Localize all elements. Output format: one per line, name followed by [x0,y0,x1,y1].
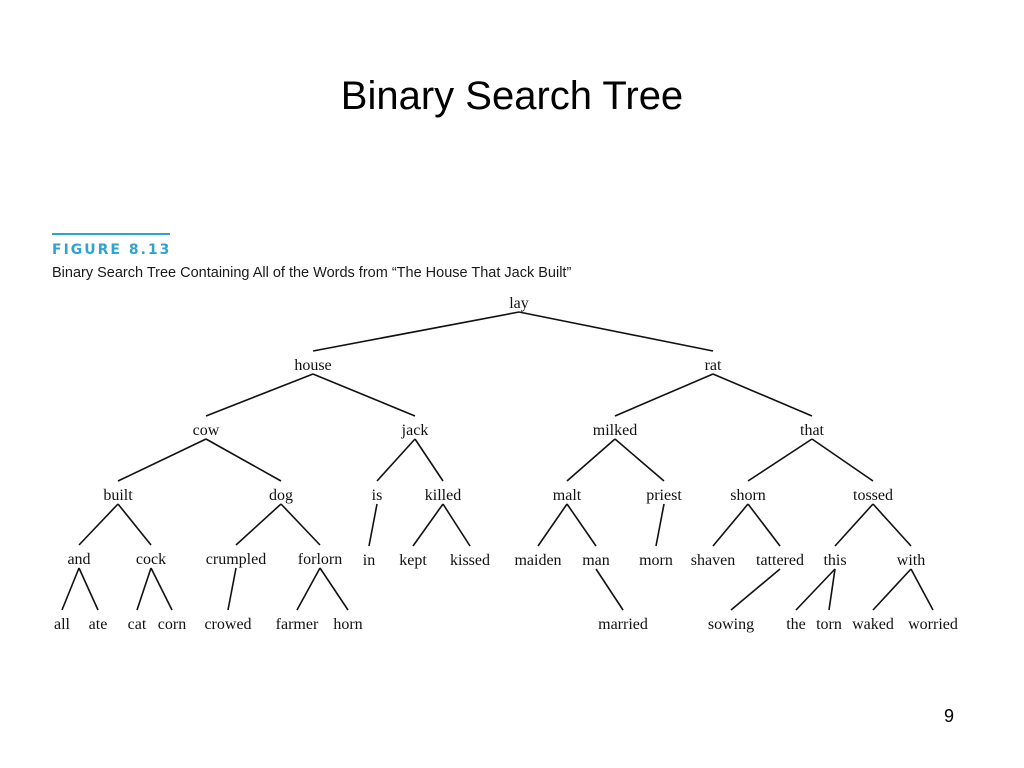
tree-node-morn: morn [639,552,673,569]
tree-edge-malt-man [566,503,597,547]
tree-edge-forlorn-horn [319,567,349,611]
tree-edge-killed-kept [412,503,444,547]
tree-node-kept: kept [399,552,427,569]
tree-edge-is-in [368,503,378,547]
tree-node-ate: ate [89,616,108,633]
tree-node-corn: corn [158,616,186,633]
figure-label: FIGURE 8.13 [52,242,172,258]
tree-edge-jack-killed [414,438,444,482]
tree-node-house: house [294,357,331,374]
tree-node-dog: dog [269,487,293,504]
tree-edge-tossed-this [834,503,874,547]
tree-edge-house-jack [312,373,416,417]
tree-node-shaven: shaven [691,552,735,569]
tree-node-built: built [103,487,133,504]
tree-node-priest: priest [646,487,682,504]
tree-edge-and-ate [78,567,99,611]
page-number: 9 [944,706,955,726]
tree-edges [61,311,934,611]
tree-edge-with-worried [910,568,934,611]
tree-edge-dog-forlorn [280,503,321,546]
tree-edge-jack-is [376,438,416,482]
tree-node-kissed: kissed [450,552,490,569]
tree-node-jack: jack [401,422,429,439]
tree-edge-man-married [595,568,624,611]
tree-node-in: in [363,552,375,569]
tree-node-all: all [54,616,71,633]
tree-edge-shorn-tattered [747,503,781,547]
tree-node-cock: cock [136,551,166,568]
tree-edge-forlorn-farmer [296,567,321,611]
tree-edge-priest-morn [655,503,665,547]
tree-node-with: with [897,552,925,569]
tree-node-torn: torn [816,616,842,633]
tree-edge-house-cow [205,373,314,417]
tree-edge-crumpled-crowed [227,567,237,611]
tree-edge-this-the [795,568,836,611]
tree-node-farmer: farmer [276,616,319,633]
tree-node-sowing: sowing [708,616,754,633]
tree-node-forlorn: forlorn [298,551,342,568]
tree-node-and: and [67,551,90,568]
tree-nodes: lay house rat cow jack milked that built dog is ki… [54,295,958,633]
tree-edge-built-and [78,503,119,546]
tree-edge-that-tossed [811,438,874,482]
tree-edge-killed-kissed [442,503,471,547]
tree-node-crowed: crowed [204,616,251,633]
tree-edge-milked-malt [566,438,616,482]
tree-node-lay: lay [509,295,529,312]
tree-node-crumpled: crumpled [206,551,266,568]
tree-edge-milked-priest [614,438,665,482]
tree-node-horn: horn [333,616,362,633]
tree-edge-cow-built [117,438,207,482]
tree-node-malt: malt [553,487,582,504]
tree-edge-built-cock [117,503,152,546]
tree-node-married: married [598,616,648,633]
tree-node-is: is [372,487,383,504]
tree-edge-that-shorn [747,438,813,482]
tree-node-shorn: shorn [730,487,766,504]
tree-edge-this-torn [828,568,836,611]
tree-edge-lay-rat [518,311,714,352]
tree-node-man: man [582,552,610,569]
tree-edge-tossed-with [872,503,912,547]
tree-edge-with-waked [872,568,912,611]
tree-edge-lay-house [312,311,520,352]
tree-edge-rat-that [712,373,813,417]
slide-title: Binary Search Tree [340,74,684,118]
tree-node-that: that [800,422,825,439]
tree-node-tattered: tattered [756,552,804,569]
tree-node-cow: cow [193,422,220,439]
tree-node-worried: worried [908,616,958,633]
tree-edge-cock-corn [150,567,173,611]
tree-edge-cock-cat [136,567,152,611]
tree-node-waked: waked [852,616,894,633]
tree-edge-shorn-shaven [712,503,749,547]
tree-edge-rat-milked [614,373,714,417]
tree-node-this: this [823,552,846,569]
tree-edge-cow-dog [205,438,282,482]
tree-node-milked: milked [593,422,637,439]
figure-accent-rule [52,233,170,235]
tree-node-the: the [786,616,806,633]
tree-node-tossed: tossed [853,487,893,504]
figure-caption: Binary Search Tree Containing All of the… [52,265,572,281]
tree-edge-malt-maiden [537,503,568,547]
tree-edge-dog-crumpled [235,503,282,546]
tree-node-cat: cat [128,616,147,633]
tree-node-killed: killed [425,487,461,504]
tree-node-maiden: maiden [514,552,561,569]
tree-node-rat: rat [705,357,722,374]
tree-edge-and-all [61,567,80,611]
tree-edge-tattered-sowing [730,568,781,611]
